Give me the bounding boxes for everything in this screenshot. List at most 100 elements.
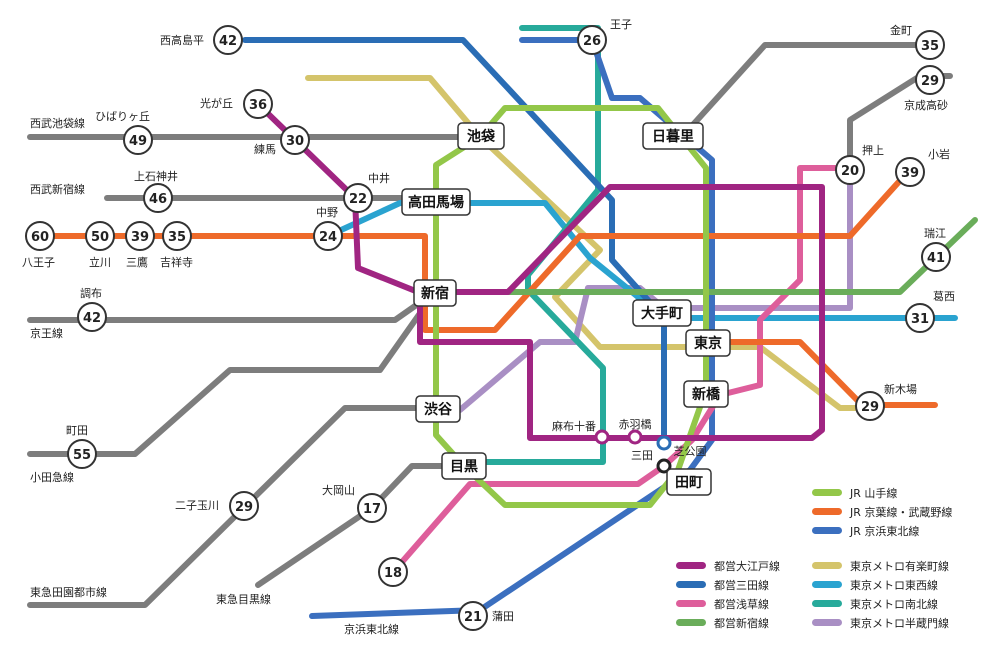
- keihin-tohoku-line-label: 京浜東北線: [344, 622, 399, 636]
- terminal-shinkiba[interactable]: 29 新木場: [855, 382, 917, 421]
- terminal-name: 中野: [316, 206, 338, 219]
- yamanote-line: [433, 105, 709, 508]
- station-otemachi[interactable]: 大手町: [632, 299, 692, 327]
- terminal-kamishakujii[interactable]: 46 上石神井: [134, 169, 178, 213]
- station-tamachi[interactable]: 田町: [666, 468, 712, 496]
- terminal-name: 町田: [66, 424, 88, 437]
- terminal-hachioji[interactable]: 60 八王子: [22, 221, 55, 269]
- mita-station-dot[interactable]: [656, 458, 672, 474]
- station-tokyo[interactable]: 東京: [685, 329, 731, 357]
- minutes-value: 35: [168, 230, 186, 245]
- keiyo-line: [709, 339, 938, 408]
- station-box: [441, 452, 487, 480]
- azabujuban-station-dot[interactable]: [594, 429, 610, 445]
- legend-item-toei-shinjuku: 都営新宿線: [676, 613, 780, 632]
- terminal-asakusa-end[interactable]: 18: [378, 557, 408, 587]
- terminal-futakotamagawa[interactable]: 29 二子玉川: [175, 491, 259, 521]
- terminal-name: 瑞江: [924, 226, 946, 240]
- station-meguro[interactable]: 目黒: [441, 452, 487, 480]
- legend-swatch: [812, 600, 842, 607]
- odakyu-line-label: 小田急線: [30, 470, 74, 484]
- chuo-keiyo-line: [25, 172, 908, 333]
- akabanebashi-station-dot[interactable]: [627, 429, 643, 445]
- terminal-kanamachi[interactable]: 35 金町: [890, 23, 945, 60]
- station-shibuya[interactable]: 渋谷: [415, 395, 461, 423]
- terminal-mitaka[interactable]: 39 三鷹: [125, 221, 155, 269]
- terminal-name: 新木場: [884, 382, 917, 396]
- tokyu-meguro-line-label: 東急目黒線: [216, 592, 271, 606]
- legend-metro: 東京メトロ有楽町線 東京メトロ東西線 東京メトロ南北線 東京メトロ半蔵門線: [812, 556, 949, 632]
- legend-item-hanzomon: 東京メトロ半蔵門線: [812, 613, 949, 632]
- legend-swatch: [812, 489, 842, 496]
- station-name: 東京: [694, 335, 722, 352]
- legend-label: JR 京葉線・武蔵野線: [850, 505, 953, 519]
- legend-item-tozai: 東京メトロ東西線: [812, 575, 949, 594]
- terminal-name: 二子玉川: [175, 499, 219, 512]
- legend-label: 東京メトロ半蔵門線: [850, 616, 949, 630]
- terminal-oji[interactable]: 26 王子: [577, 18, 632, 55]
- terminal-chofu[interactable]: 42 調布: [77, 286, 107, 332]
- minutes-value: 31: [911, 312, 929, 327]
- terminal-ookayama[interactable]: 17 大岡山: [322, 483, 387, 523]
- station-name: 新橋: [692, 386, 721, 403]
- small-station-dots: [594, 429, 672, 474]
- minutes-value: 36: [249, 98, 267, 113]
- minutes-value: 39: [901, 166, 919, 181]
- minutes-value: 42: [83, 311, 101, 326]
- terminal-name: 葛西: [933, 290, 955, 303]
- shibakoen-station-dot[interactable]: [656, 435, 672, 451]
- minutes-value: 46: [149, 192, 167, 207]
- minutes-circle: [915, 30, 945, 60]
- station-shinbashi[interactable]: 新橋: [683, 380, 729, 408]
- terminal-oshiage[interactable]: 20 押上: [835, 143, 884, 185]
- terminal-keiseitakasago[interactable]: 29 京成高砂: [904, 65, 948, 112]
- terminal-kichijoji[interactable]: 35 吉祥寺: [160, 221, 193, 269]
- station-nippori[interactable]: 日暮里: [642, 122, 704, 150]
- legend-item-asakusa: 都営浅草線: [676, 594, 780, 613]
- terminal-hibarigaoka[interactable]: 49 ひばりヶ丘: [95, 110, 153, 155]
- station-name: 高田馬場: [408, 194, 464, 211]
- terminal-name: 王子: [610, 18, 632, 31]
- legend-label: 東京メトロ有楽町線: [850, 559, 949, 573]
- minutes-circle: [143, 183, 173, 213]
- terminal-hikarigaoka[interactable]: 36 光が丘: [200, 89, 273, 119]
- terminal-name: 小岩: [928, 147, 950, 161]
- station-box: [401, 188, 471, 216]
- terminal-kasai[interactable]: 31 葛西: [905, 290, 955, 333]
- terminal-tachikawa[interactable]: 50 立川: [85, 221, 115, 269]
- minutes-circle: [123, 125, 153, 155]
- station-ikebukuro[interactable]: 池袋: [457, 122, 505, 150]
- minutes-circle: [67, 439, 97, 469]
- terminal-nishitakashimadaira[interactable]: 42 西高島平: [160, 25, 243, 55]
- shibakoen-label: 芝公園: [674, 445, 707, 458]
- legend-label: 都営大江戸線: [714, 559, 780, 573]
- terminal-koiwa[interactable]: 39 小岩: [895, 147, 950, 187]
- minutes-value: 24: [319, 230, 337, 245]
- terminal-nakai[interactable]: 22 中井: [343, 171, 390, 213]
- terminal-mizue[interactable]: 41 瑞江: [921, 226, 951, 272]
- minutes-circle: [77, 302, 107, 332]
- terminal-nakano[interactable]: 24 中野: [313, 206, 343, 251]
- station-shinjuku[interactable]: 新宿: [413, 279, 457, 307]
- terminal-machida[interactable]: 55 町田: [66, 424, 97, 469]
- akabanebashi-label: 赤羽橋: [619, 417, 652, 431]
- legend-swatch: [676, 581, 706, 588]
- terminal-name: 大岡山: [322, 483, 355, 497]
- station-takadanobaba[interactable]: 高田馬場: [401, 188, 471, 216]
- terminal-kamata[interactable]: 21 蒲田: [458, 601, 514, 631]
- legend-label: 都営新宿線: [714, 616, 769, 630]
- minutes-circle: [280, 125, 310, 155]
- legend-item-keiyo: JR 京葉線・武蔵野線: [812, 502, 952, 521]
- minutes-value: 29: [921, 74, 939, 89]
- azabujuban-label: 麻布十番: [552, 419, 596, 433]
- minutes-value: 35: [921, 39, 939, 54]
- station-name: 日暮里: [652, 128, 694, 145]
- seibu-shinjuku-line-label: 西武新宿線: [30, 182, 85, 196]
- minutes-circle: [162, 221, 192, 251]
- terminal-name: 押上: [862, 143, 884, 157]
- terminal-name: 京成高砂: [904, 98, 948, 112]
- terminal-nerima[interactable]: 30 練馬: [254, 125, 310, 156]
- minutes-circle: [357, 493, 387, 523]
- minutes-circle: [835, 155, 865, 185]
- terminal-name: 中井: [368, 171, 390, 185]
